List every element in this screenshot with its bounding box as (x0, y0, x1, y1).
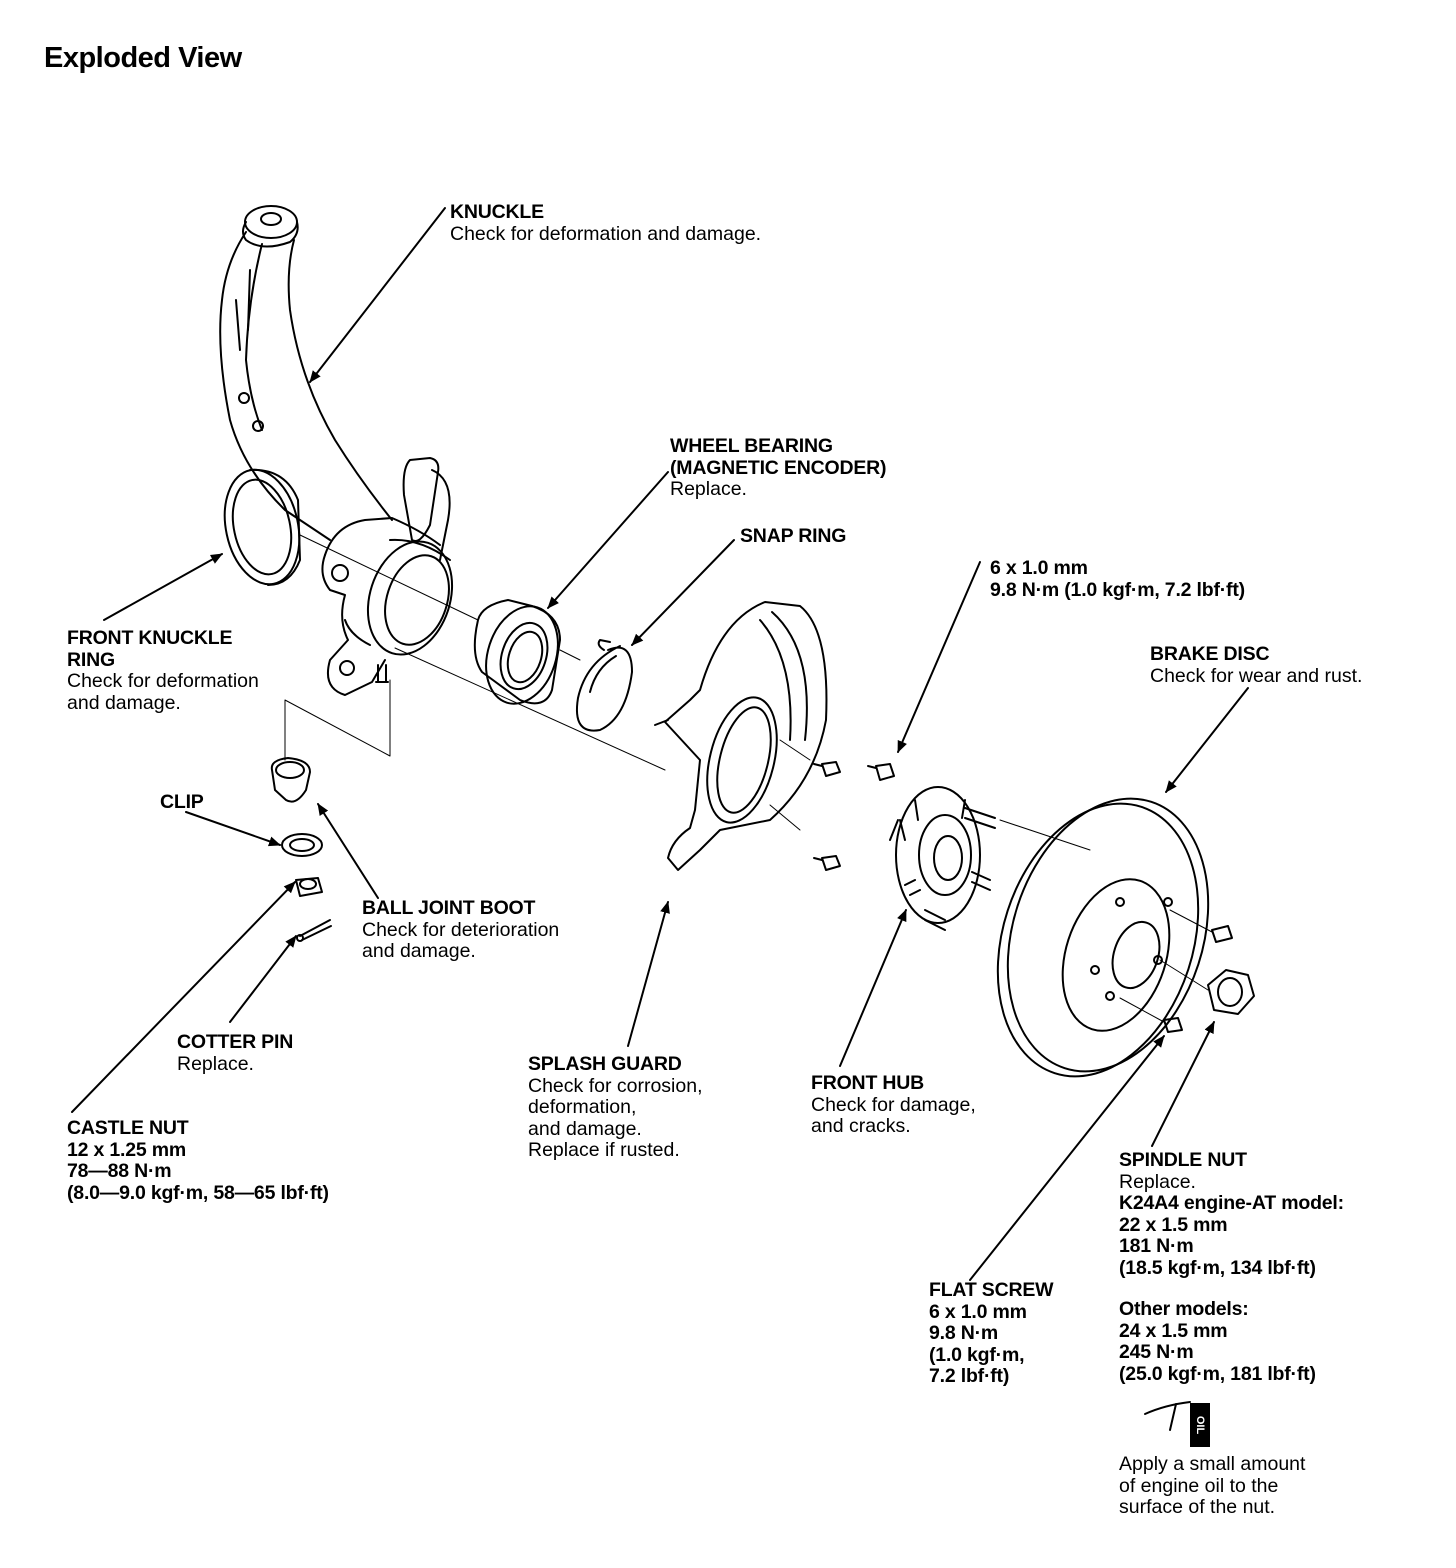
callout-brake-disc: BRAKE DISC Check for wear and rust. (1150, 643, 1363, 687)
wheel-bearing-part (473, 599, 561, 705)
oil-note-line-2: of engine oil to the (1119, 1474, 1279, 1497)
assembly-centerlines (284, 534, 1213, 1023)
ball-joint-boot-part (270, 757, 311, 803)
ball-joint-boot-note: Check for deterioration (362, 918, 560, 941)
spindle-nut-b-size: 24 x 1.5 mm (1119, 1319, 1228, 1342)
splash-guard-bolt-top (813, 761, 841, 777)
spindle-nut-model-a: K24A4 engine-AT model: (1119, 1192, 1344, 1214)
splash-guard-bolt-bottom (813, 855, 841, 871)
oil-tag-label: OIL (1194, 1415, 1206, 1435)
brake-disc-label: BRAKE DISC (1150, 643, 1270, 665)
ball-joint-boot-label: BALL JOINT BOOT (362, 897, 536, 919)
front-knuckle-ring-part (223, 468, 301, 586)
snap-ring-part (576, 639, 633, 732)
castle-nut-part (295, 877, 323, 897)
flat-screw-torque-2: (1.0 kgf·m, (929, 1343, 1025, 1366)
knuckle-label: KNUCKLE (450, 201, 544, 223)
brake-disc-note: Check for wear and rust. (1150, 664, 1363, 687)
oil-note-line-1: Apply a small amount (1119, 1453, 1306, 1475)
oil-tag-icon: OIL (1190, 1403, 1210, 1447)
cotter-pin-note: Replace. (177, 1052, 254, 1075)
brake-disc-part (996, 797, 1210, 1078)
oil-can-icon (1144, 1401, 1191, 1431)
splash-guard-note-2: deformation, (528, 1096, 637, 1118)
bolt-torque: 9.8 N·m (1.0 kgf·m, 7.2 lbf·ft) (990, 578, 1245, 601)
wheel-bearing-label: WHEEL BEARING (670, 435, 833, 457)
front-knuckle-ring-note-2: and damage. (67, 691, 181, 714)
bolt-6x1-part (867, 763, 895, 781)
callout-spindle-nut: SPINDLE NUT Replace. K24A4 engine-AT mod… (1119, 1149, 1344, 1385)
callout-knuckle: KNUCKLE Check for deformation and damage… (450, 201, 762, 245)
castle-nut-label: CASTLE NUT (67, 1117, 189, 1139)
castle-nut-size: 12 x 1.25 mm (67, 1138, 187, 1161)
callout-snap-ring: SNAP RING (740, 525, 847, 548)
knuckle-note: Check for deformation and damage. (450, 222, 762, 245)
callout-bolt-spec: 6 x 1.0 mm 9.8 N·m (1.0 kgf·m, 7.2 lbf·f… (990, 557, 1245, 601)
callout-ball-joint-boot: BALL JOINT BOOT Check for deterioration … (362, 897, 560, 963)
splash-guard-note-3: and damage. (528, 1117, 642, 1140)
front-knuckle-ring-label-2: RING (67, 648, 115, 671)
spindle-nut-model-b: Other models: (1119, 1298, 1249, 1320)
leader-lines (71, 207, 1249, 1281)
splash-guard-note-4: Replace if rusted. (528, 1139, 680, 1161)
flat-screw-label: FLAT SCREW (929, 1279, 1054, 1301)
front-knuckle-ring-note: Check for deformation (67, 670, 259, 692)
ball-joint-boot-note-2: and damage. (362, 940, 476, 962)
bolt-size: 6 x 1.0 mm (990, 557, 1088, 579)
spindle-nut-a-torque-2: (18.5 kgf·m, 134 lbf·ft) (1119, 1256, 1316, 1279)
spindle-nut-part (1207, 969, 1255, 1015)
flat-screw-part (1163, 925, 1233, 1033)
castle-nut-torque: 78—88 N·m (67, 1160, 172, 1182)
callout-flat-screw: FLAT SCREW 6 x 1.0 mm 9.8 N·m (1.0 kgf·m… (929, 1279, 1054, 1388)
snap-ring-label: SNAP RING (740, 525, 847, 547)
front-hub-part (889, 786, 996, 931)
callout-cotter-pin: COTTER PIN Replace. (177, 1031, 294, 1075)
spindle-nut-a-torque: 181 N·m (1119, 1235, 1194, 1257)
page-title: Exploded View (44, 42, 242, 74)
oil-note-line-3: surface of the nut. (1119, 1496, 1276, 1518)
flat-screw-size: 6 x 1.0 mm (929, 1300, 1027, 1323)
flat-screw-torque: 9.8 N·m (929, 1322, 999, 1344)
splash-guard-part (654, 601, 828, 871)
callout-wheel-bearing: WHEEL BEARING (MAGNETIC ENCODER) Replace… (670, 435, 887, 501)
front-knuckle-ring-label: FRONT KNUCKLE (67, 627, 233, 649)
flat-screw-torque-3: 7.2 lbf·ft) (929, 1365, 1010, 1387)
spindle-nut-a-size: 22 x 1.5 mm (1119, 1213, 1228, 1236)
castle-nut-torque-2: (8.0—9.0 kgf·m, 58—65 lbf·ft) (67, 1181, 329, 1204)
callout-castle-nut: CASTLE NUT 12 x 1.25 mm 78—88 N·m (8.0—9… (67, 1117, 329, 1204)
front-hub-label: FRONT HUB (811, 1072, 925, 1094)
wheel-bearing-note: Replace. (670, 478, 747, 500)
callout-clip: CLIP (160, 791, 204, 814)
spindle-nut-label: SPINDLE NUT (1119, 1149, 1247, 1171)
cotter-pin-part (296, 919, 332, 942)
callout-splash-guard: SPLASH GUARD Check for corrosion, deform… (528, 1053, 703, 1162)
callout-front-knuckle-ring: FRONT KNUCKLE RING Check for deformation… (67, 627, 259, 714)
cotter-pin-label: COTTER PIN (177, 1031, 294, 1053)
knuckle-part (219, 205, 454, 696)
clip-label: CLIP (160, 791, 204, 813)
callout-front-hub: FRONT HUB Check for damage, and cracks. (811, 1072, 976, 1138)
clip-part (281, 833, 323, 857)
spindle-nut-b-torque-2: (25.0 kgf·m, 181 lbf·ft) (1119, 1362, 1316, 1385)
wheel-bearing-label-2: (MAGNETIC ENCODER) (670, 456, 887, 479)
spindle-nut-b-torque: 245 N·m (1119, 1341, 1194, 1363)
splash-guard-label: SPLASH GUARD (528, 1053, 682, 1075)
callout-oil-note: Apply a small amount of engine oil to th… (1119, 1453, 1306, 1519)
splash-guard-note: Check for corrosion, (528, 1074, 703, 1097)
front-hub-note: Check for damage, (811, 1093, 976, 1116)
spindle-nut-note: Replace. (1119, 1170, 1196, 1193)
front-hub-note-2: and cracks. (811, 1115, 911, 1137)
